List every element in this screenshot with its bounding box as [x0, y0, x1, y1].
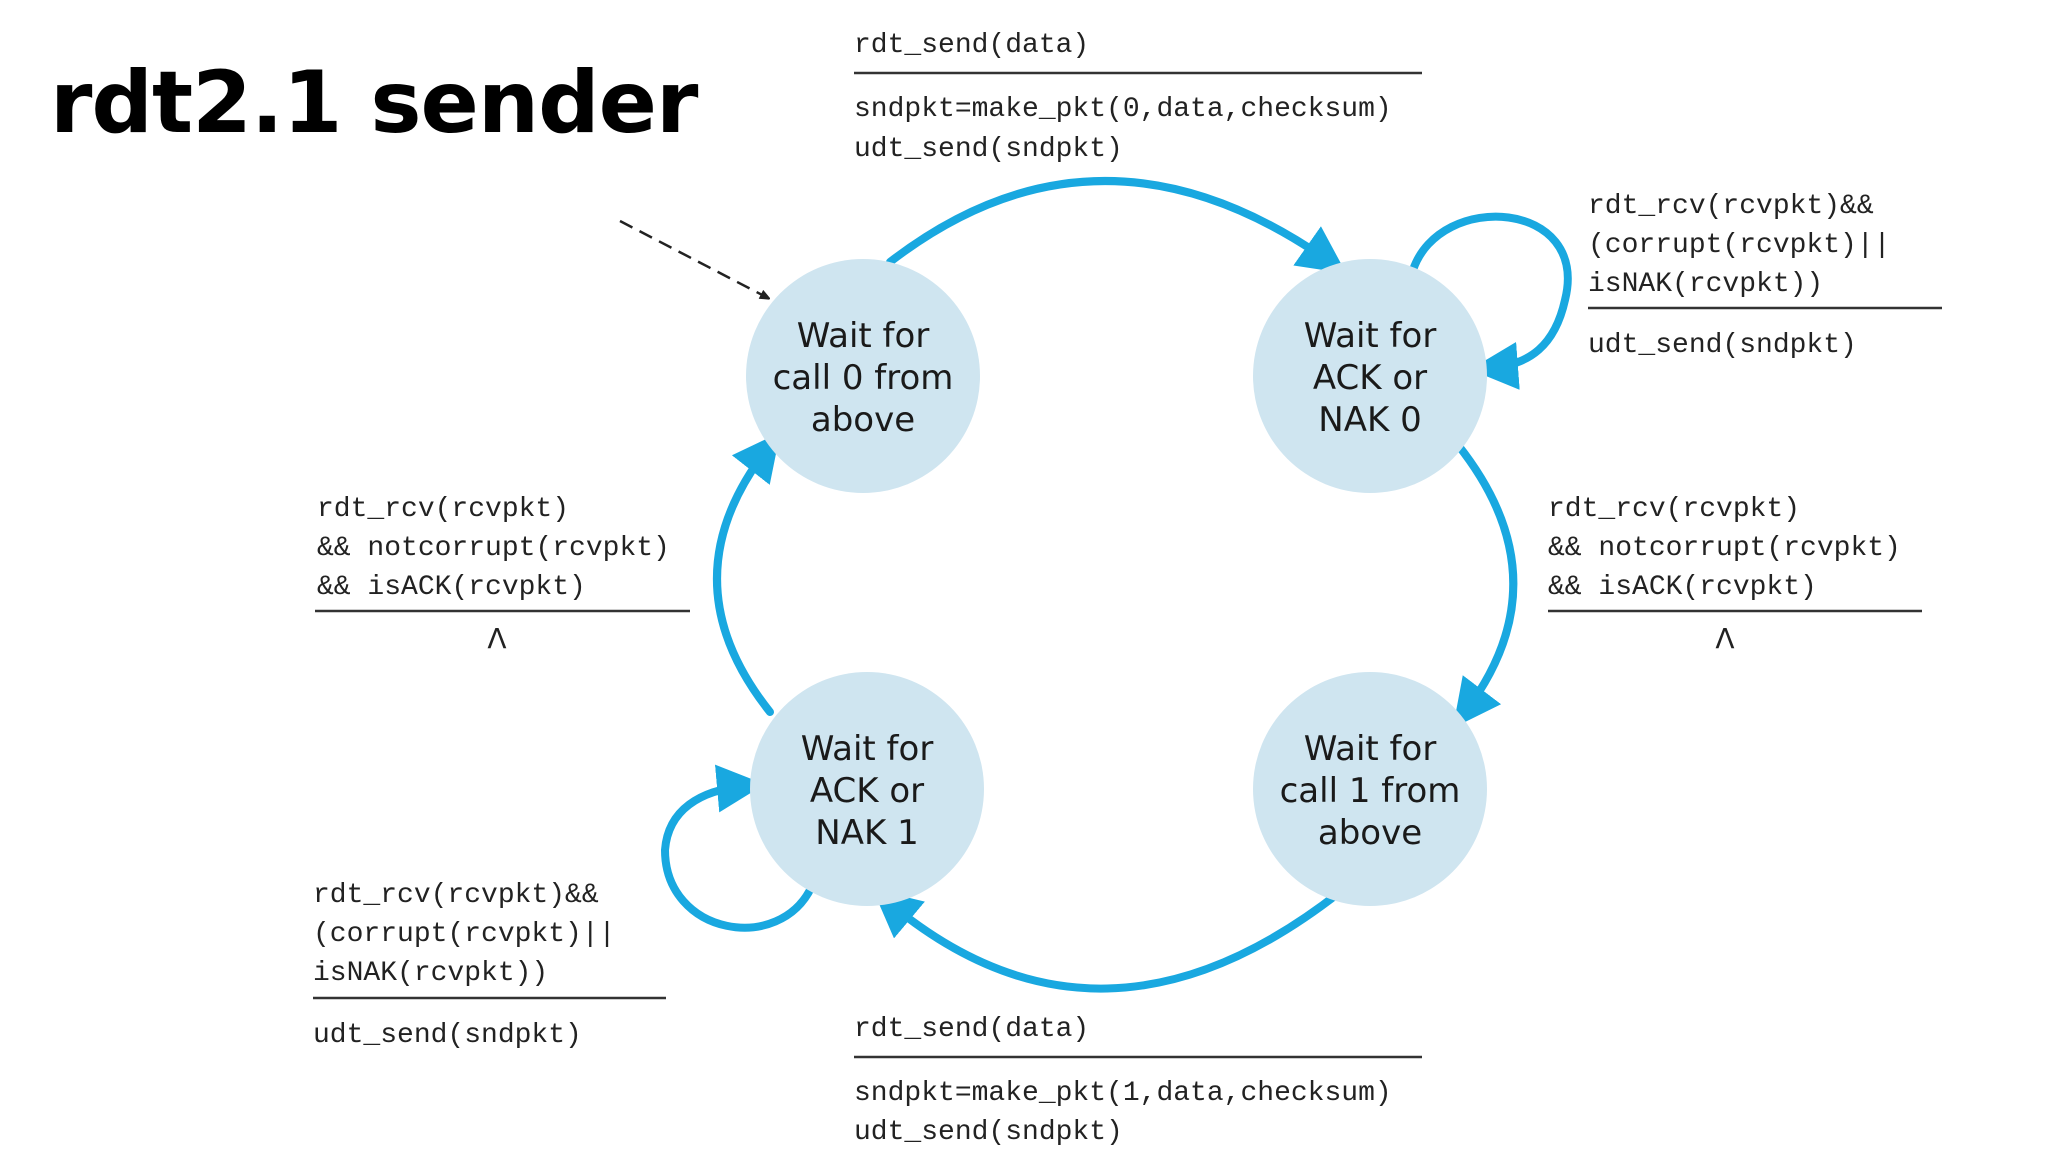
arc-ack-0: [1452, 441, 1518, 728]
event-line: && isACK(rcvpkt): [317, 572, 586, 603]
state-label-line: Wait for: [801, 729, 934, 769]
state-label-line: ACK or: [810, 771, 924, 811]
lambda-action: Λ: [1715, 622, 1734, 655]
transition-label-ack-0: rdt_rcv(rcvpkt) && notcorrupt(rcvpkt) &&…: [1548, 494, 1922, 655]
action-line: sndpkt=make_pkt(0,data,checksum): [854, 94, 1392, 125]
state-wait-call-0: Wait for call 0 from above: [746, 259, 980, 493]
event-line: rdt_rcv(rcvpkt)&&: [1588, 191, 1874, 222]
event-line: (corrupt(rcvpkt)||: [1588, 230, 1890, 261]
event-line: isNAK(rcvpkt)): [313, 958, 548, 989]
arc-retransmit-0: [1409, 212, 1572, 390]
transition-label-send-0: rdt_send(data) sndpkt=make_pkt(0,data,ch…: [854, 30, 1422, 165]
state-label-line: Wait for: [1304, 316, 1437, 356]
event-line: rdt_rcv(rcvpkt): [1548, 494, 1800, 525]
transition-label-send-1: rdt_send(data) sndpkt=make_pkt(1,data,ch…: [854, 1014, 1422, 1148]
action-line: udt_send(sndpkt): [1588, 330, 1857, 361]
state-label-line: call 1 from: [1280, 771, 1461, 811]
lambda-action: Λ: [487, 622, 506, 655]
state-label-line: NAK 0: [1318, 400, 1421, 440]
action-line: sndpkt=make_pkt(1,data,checksum): [854, 1078, 1392, 1109]
action-line: udt_send(sndpkt): [854, 134, 1123, 165]
event-line: && notcorrupt(rcvpkt): [317, 533, 670, 564]
event-line: && isACK(rcvpkt): [1548, 572, 1817, 603]
arc-ack-1: [713, 432, 781, 716]
state-wait-ack-0: Wait for ACK or NAK 0: [1253, 259, 1487, 493]
transition-label-ack-1: rdt_rcv(rcvpkt) && notcorrupt(rcvpkt) &&…: [315, 494, 690, 655]
event-line: rdt_send(data): [854, 30, 1089, 61]
event-line: && notcorrupt(rcvpkt): [1548, 533, 1901, 564]
state-label-line: ACK or: [1313, 358, 1427, 398]
event-line: isNAK(rcvpkt)): [1588, 269, 1823, 300]
state-wait-call-1: Wait for call 1 from above: [1253, 672, 1487, 906]
state-label-line: Wait for: [1304, 729, 1437, 769]
state-label-line: call 0 from: [773, 358, 954, 398]
event-line: (corrupt(rcvpkt)||: [313, 919, 615, 950]
state-label-line: NAK 1: [815, 813, 918, 853]
action-line: udt_send(sndpkt): [854, 1117, 1123, 1148]
event-line: rdt_rcv(rcvpkt): [317, 494, 569, 525]
event-line: rdt_send(data): [854, 1014, 1089, 1045]
initial-state-arrow: [619, 219, 768, 298]
slide-title: rdt2.1 sender: [50, 53, 698, 153]
transition-label-retransmit-0: rdt_rcv(rcvpkt)&& (corrupt(rcvpkt)|| isN…: [1588, 191, 1942, 361]
state-label-line: above: [811, 400, 915, 440]
arc-send-1: [872, 888, 1344, 993]
state-label-line: Wait for: [797, 316, 930, 356]
arc-send-0: [886, 177, 1347, 274]
event-line: rdt_rcv(rcvpkt)&&: [313, 880, 599, 911]
transition-label-retransmit-1: rdt_rcv(rcvpkt)&& (corrupt(rcvpkt)|| isN…: [313, 880, 666, 1051]
state-wait-ack-1: Wait for ACK or NAK 1: [750, 672, 984, 906]
state-label-line: above: [1318, 813, 1422, 853]
arc-retransmit-1: [660, 764, 816, 932]
action-line: udt_send(sndpkt): [313, 1020, 582, 1051]
